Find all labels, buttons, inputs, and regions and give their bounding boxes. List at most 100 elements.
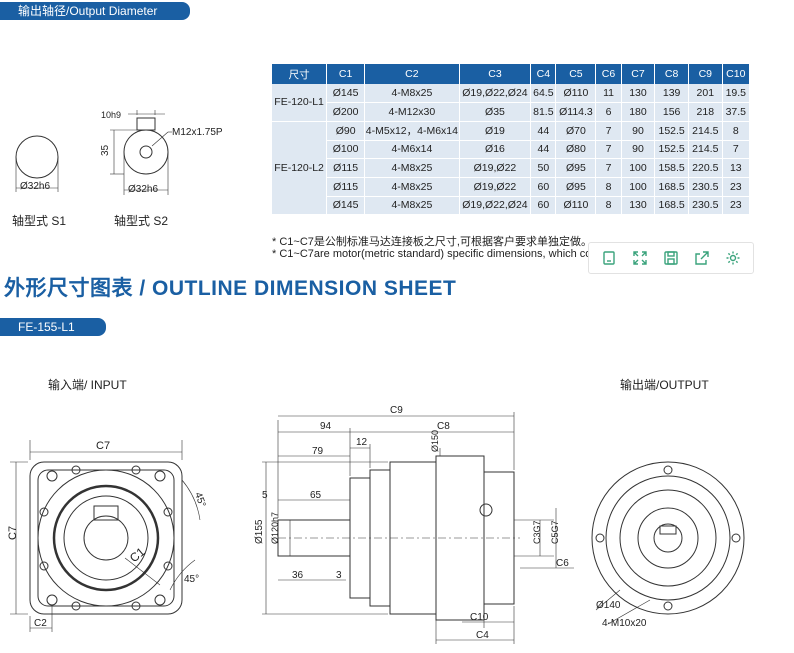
note-chinese: * C1~C7是公制标准马达连接板之尺寸,可根据客户要求单独定做。 (272, 236, 592, 248)
note-english: * C1~C7are motor(metric standard) specif… (272, 248, 588, 260)
s2-thread-label: M12x1.75P (172, 127, 223, 138)
table-cell: 201 (688, 84, 723, 104)
table-cell: 152.5 (654, 121, 689, 141)
table-cell: 23 (722, 196, 751, 216)
s2-dim-label: Ø32h6 (128, 184, 158, 195)
table-cell: 23 (722, 177, 751, 197)
table-cell: 158.5 (654, 158, 689, 178)
side-c9-label: C9 (390, 405, 403, 416)
table-cell: 6 (595, 102, 622, 122)
table-cell: 4-M8x25 (364, 196, 460, 216)
side-12-label: 12 (356, 437, 368, 448)
table-cell: 13 (722, 158, 751, 178)
shaft-s1-drawing (15, 135, 59, 192)
output-end-label: 输出端/OUTPUT (620, 378, 709, 392)
shaft-s2-label: 轴型式 S2 (114, 214, 169, 228)
table-cell: 50 (530, 158, 557, 178)
side-65-label: 65 (310, 490, 322, 501)
table-header: C8 (654, 64, 689, 84)
table-cell: 60 (530, 177, 557, 197)
copy-icon[interactable] (597, 246, 621, 270)
image-toolbar (588, 242, 754, 274)
table-cell: 130 (621, 84, 656, 104)
s1-dim-label: Ø32h6 (20, 181, 50, 192)
shaft-s2-drawing (110, 110, 172, 195)
side-150-label: Ø150 (430, 430, 440, 452)
table-cell: Ø95 (555, 177, 597, 197)
table-cell: 139 (654, 84, 689, 104)
table-cell: 156 (654, 102, 689, 122)
table-cell: 4-M8x25 (364, 84, 460, 104)
table-cell: 7 (595, 140, 622, 160)
table-cell: Ø110 (555, 84, 597, 104)
side-36-label: 36 (292, 570, 304, 581)
table-model-cell: FE-120-L2 (272, 121, 328, 216)
table-cell: 230.5 (688, 177, 723, 197)
input-c7-side-label: C7 (7, 526, 19, 540)
side-94-label: 94 (320, 421, 332, 432)
table-cell: 4-M8x25 (364, 177, 460, 197)
table-cell: Ø114.3 (555, 102, 597, 122)
side-79-label: 79 (312, 446, 324, 457)
table-cell: Ø70 (555, 121, 597, 141)
expand-icon[interactable] (628, 246, 652, 270)
table-cell: 214.5 (688, 121, 723, 141)
side-c3-label: C3G7 (532, 520, 542, 544)
table-header: C5 (555, 64, 597, 84)
table-cell: 100 (621, 158, 656, 178)
table-cell: 100 (621, 177, 656, 197)
table-cell: 8 (722, 121, 751, 141)
table-header: 尺寸 (272, 64, 328, 84)
table-header: C9 (688, 64, 723, 84)
table-cell: 7 (595, 158, 622, 178)
table-row: Ø115 4-M8x25 Ø19,Ø22 60 Ø95 8 100 168.5 … (272, 177, 751, 197)
table-header: C1 (326, 64, 366, 84)
table-header: C6 (595, 64, 622, 84)
table-cell: Ø19,Ø22 (459, 158, 532, 178)
table-row: Ø115 4-M8x25 Ø19,Ø22 50 Ø95 7 100 158.5 … (272, 158, 751, 178)
table-header: C3 (459, 64, 532, 84)
output-holes-label: 4-M10x20 (602, 618, 647, 629)
table-header: C10 (722, 64, 751, 84)
table-cell: Ø19,Ø22,Ø24 (459, 84, 532, 104)
table-cell: 4-M6x14 (364, 140, 460, 160)
side-c4-label: C4 (476, 630, 489, 641)
table-header-row: 尺寸 C1 C2 C3 C4 C5 C6 C7 C8 C9 C10 (272, 64, 751, 84)
dimension-table: 尺寸 C1 C2 C3 C4 C5 C6 C7 C8 C9 C10 FE-120… (272, 64, 751, 216)
input-c7-top-label: C7 (96, 440, 110, 452)
input-end-label: 输入端/ INPUT (48, 378, 127, 392)
output-diameter-tag: 输出轴径/Output Diameter (0, 2, 190, 20)
table-cell: Ø115 (326, 158, 366, 178)
table-cell: Ø110 (555, 196, 597, 216)
model-tag: FE-155-L1 (0, 318, 106, 336)
table-header: C4 (530, 64, 557, 84)
table-header: C7 (621, 64, 656, 84)
table-cell: 7 (595, 121, 622, 141)
page-title: 外形尺寸图表 / OUTLINE DIMENSION SHEET (4, 277, 457, 300)
side-c6-label: C6 (556, 558, 569, 569)
side-3-label: 3 (336, 570, 342, 581)
save-icon[interactable] (659, 246, 683, 270)
table-cell: 220.5 (688, 158, 723, 178)
settings-icon[interactable] (721, 246, 745, 270)
side-5-label: 5 (262, 490, 268, 501)
table-cell: 11 (595, 84, 622, 104)
table-cell: 64.5 (530, 84, 557, 104)
s2-height-label: 35 (100, 144, 111, 156)
output-140-label: Ø140 (596, 600, 621, 611)
table-row: Ø100 4-M6x14 Ø16 44 Ø80 7 90 152.5 214.5… (272, 140, 751, 160)
table-cell: 90 (621, 121, 656, 141)
share-icon[interactable] (690, 246, 714, 270)
table-cell: 4-M5x12，4-M6x14 (364, 121, 460, 141)
table-cell: 7 (722, 140, 751, 160)
table-cell: 218 (688, 102, 723, 122)
table-cell: Ø200 (326, 102, 366, 122)
table-cell: 168.5 (654, 196, 689, 216)
table-cell: 81.5 (530, 102, 557, 122)
table-cell: 180 (621, 102, 656, 122)
s2-key-width-label: 10h9 (101, 110, 121, 120)
table-header: C2 (364, 64, 460, 84)
table-cell: Ø95 (555, 158, 597, 178)
input-angle2-label: 45° (184, 574, 199, 585)
